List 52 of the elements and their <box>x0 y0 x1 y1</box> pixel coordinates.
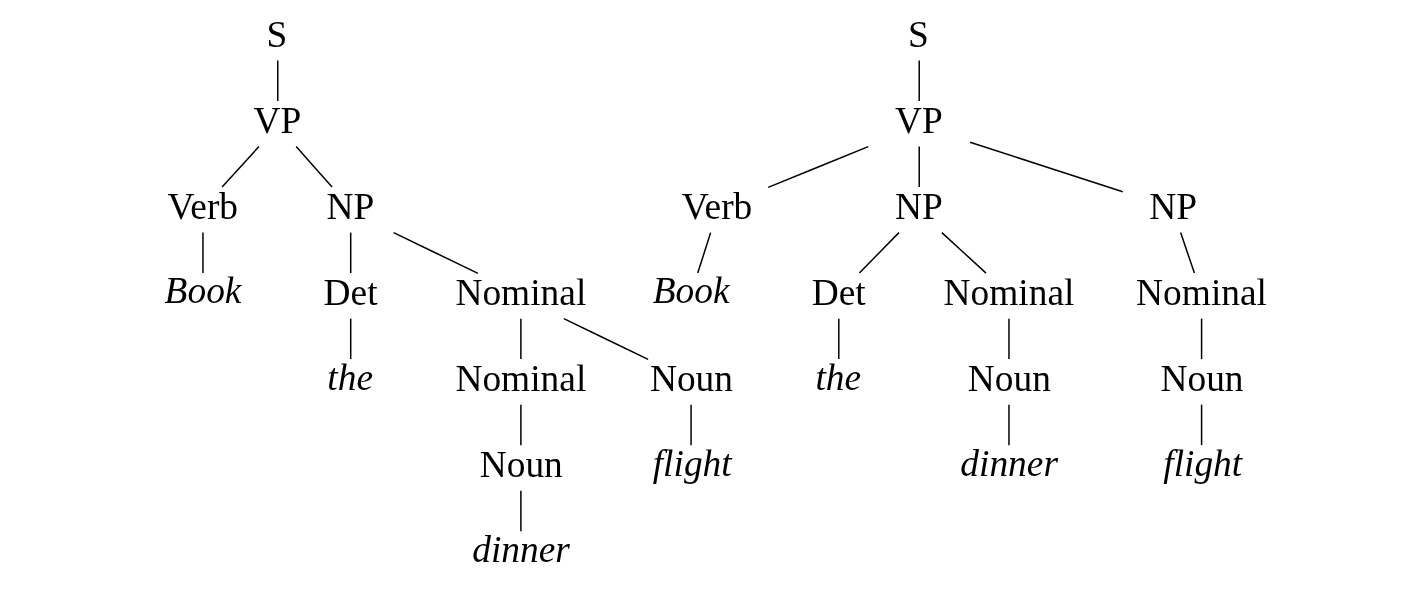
node-text: Noun <box>649 358 733 400</box>
node-text: Noun <box>967 358 1051 400</box>
connector <box>276 59 278 102</box>
connector <box>201 231 204 274</box>
connector <box>1007 403 1010 446</box>
node-text: flight <box>1162 442 1242 484</box>
node-text: Verb <box>681 186 752 228</box>
connector <box>1179 231 1195 274</box>
node-text: VP <box>894 100 943 142</box>
node-text: dinner <box>471 528 570 570</box>
node-text: VP <box>252 100 301 142</box>
connector <box>917 145 920 188</box>
connector <box>689 403 692 446</box>
connector <box>917 59 920 102</box>
connector <box>220 145 260 188</box>
connector <box>858 231 900 274</box>
node-text: Nominal <box>1135 272 1267 314</box>
connector <box>837 317 840 360</box>
connector <box>1200 403 1202 446</box>
connector <box>766 145 869 189</box>
connector <box>349 317 351 360</box>
connector <box>519 489 522 532</box>
node-text: S <box>266 14 287 56</box>
node-text: NP <box>894 186 943 228</box>
connector <box>940 231 987 274</box>
connector <box>349 231 351 274</box>
node-text: Book <box>652 270 730 312</box>
connector <box>392 231 479 275</box>
node-text: Det <box>811 272 866 314</box>
connector <box>968 141 1123 193</box>
node-text: Nominal <box>943 272 1074 314</box>
node-text: Verb <box>166 186 238 228</box>
connector <box>519 403 522 446</box>
node-text: Nominal <box>454 358 586 400</box>
node-text: flight <box>652 442 732 484</box>
connector <box>1007 317 1010 360</box>
node-text: Noun <box>1159 358 1244 400</box>
node-text: the <box>814 356 861 398</box>
node-text: Noun <box>479 444 563 486</box>
connector <box>519 317 522 360</box>
connector <box>294 145 333 188</box>
node-text: NP <box>325 186 374 228</box>
node-text: Book <box>164 270 241 312</box>
connector <box>696 231 711 274</box>
node-text: Nominal <box>454 272 586 314</box>
connector <box>1200 317 1202 360</box>
connector <box>562 317 649 361</box>
node-text: the <box>326 356 373 398</box>
node-text: NP <box>1148 186 1197 228</box>
node-text: S <box>907 14 929 56</box>
node-text: dinner <box>959 442 1058 484</box>
node-text: Det <box>323 272 378 314</box>
